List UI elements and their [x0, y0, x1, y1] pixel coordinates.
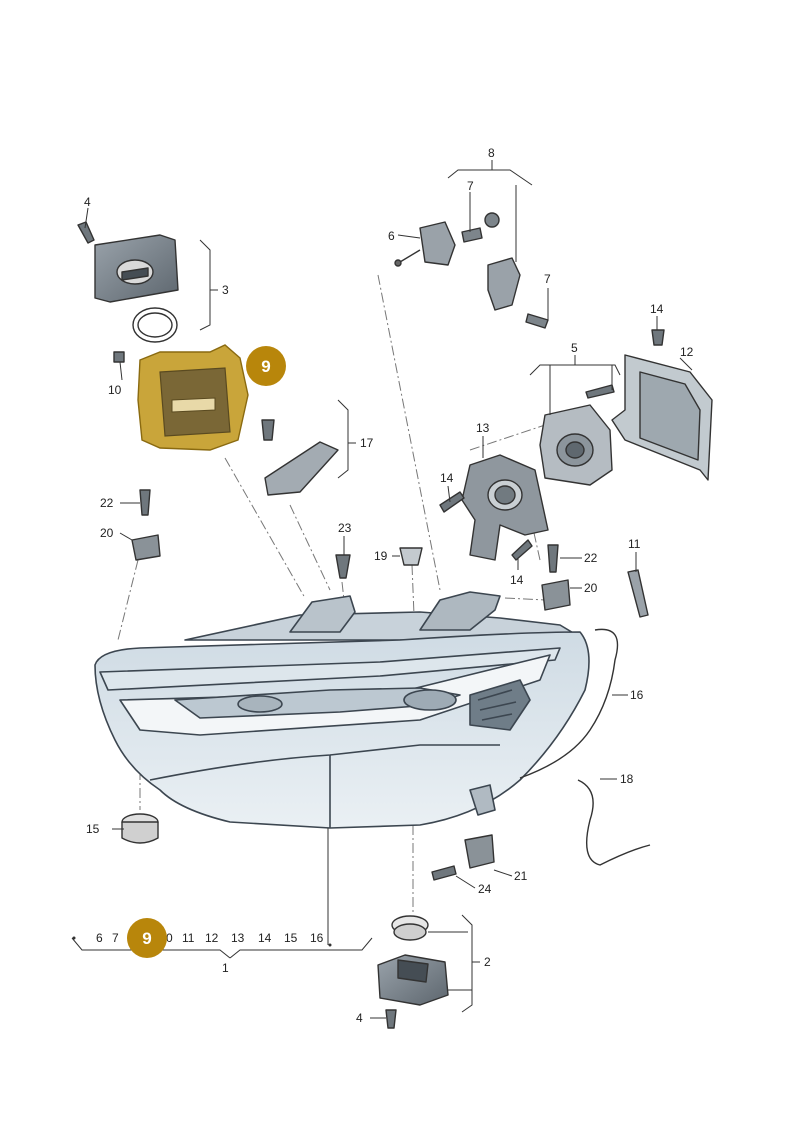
callout-22: 22: [584, 551, 598, 565]
list-item: 16: [310, 931, 324, 945]
callout-21: 21: [514, 869, 528, 883]
bottom-item-list: 6 7 0 11 12 13 14 15 16: [72, 931, 332, 947]
callout-22: 22: [100, 496, 114, 510]
leader-lines: [71, 160, 693, 1019]
control-unit-upper[interactable]: [94, 234, 179, 343]
callout-19: 19: [374, 549, 388, 563]
badge-label: 9: [261, 357, 270, 376]
ballast-unit-lower[interactable]: [377, 915, 449, 1006]
cap-plug[interactable]: [399, 547, 423, 566]
retaining-clip[interactable]: [627, 569, 649, 618]
screws[interactable]: [77, 221, 665, 1029]
headlamp-housing[interactable]: [94, 591, 590, 829]
callout-7: 7: [467, 179, 474, 193]
callout-4: 4: [84, 195, 91, 209]
callout-24: 24: [478, 882, 492, 896]
callout-13: 13: [476, 421, 490, 435]
adapter-bracket[interactable]: [539, 404, 613, 486]
callout-17: 17: [360, 436, 374, 450]
callout-14: 14: [440, 471, 454, 485]
cover-cap[interactable]: [121, 813, 159, 844]
callout-8: 8: [488, 146, 495, 160]
highlight-badge-top[interactable]: 9: [246, 346, 286, 386]
rubber-grommets[interactable]: [131, 534, 571, 869]
callout-23: 23: [338, 521, 352, 535]
seal-strip[interactable]: [519, 628, 619, 779]
callout-10: 10: [108, 383, 122, 397]
callout-7: 7: [544, 272, 551, 286]
callout-6: 6: [388, 229, 395, 243]
list-item: 7: [112, 931, 119, 945]
callout-16: 16: [630, 688, 644, 702]
callout-20: 20: [100, 526, 114, 540]
callout-4: 4: [356, 1011, 363, 1025]
callout-18: 18: [620, 772, 634, 786]
list-item: 6: [96, 931, 103, 945]
callout-11: 11: [628, 537, 641, 551]
list-item: 12: [205, 931, 219, 945]
list-item: 13: [231, 931, 245, 945]
callout-20: 20: [584, 581, 598, 595]
list-item: 0: [166, 931, 173, 945]
led-module-highlighted[interactable]: [137, 344, 249, 451]
badge-label: 9: [142, 929, 151, 948]
list-item: 14: [258, 931, 272, 945]
callout-3: 3: [222, 283, 229, 297]
cover-frame[interactable]: [611, 354, 713, 481]
highlight-badge-bottom[interactable]: 9: [127, 918, 167, 958]
callout-5: 5: [571, 341, 578, 355]
leveling-adjuster[interactable]: [394, 212, 549, 329]
mounting-bracket[interactable]: [461, 454, 549, 561]
list-item: 11: [182, 931, 195, 945]
list-item: 15: [284, 931, 298, 945]
callout-14: 14: [510, 573, 524, 587]
callout-2: 2: [484, 955, 491, 969]
callout-15: 15: [86, 822, 100, 836]
callout-labels: 4 3 10 17 22 20 23 19 8 7 6 7 5 14 12 13…: [84, 146, 694, 1025]
callout-1: 1: [222, 961, 229, 975]
vent-hose[interactable]: [577, 779, 651, 866]
holder-bracket[interactable]: [264, 441, 339, 496]
callout-12: 12: [680, 345, 694, 359]
callout-14: 14: [650, 302, 664, 316]
